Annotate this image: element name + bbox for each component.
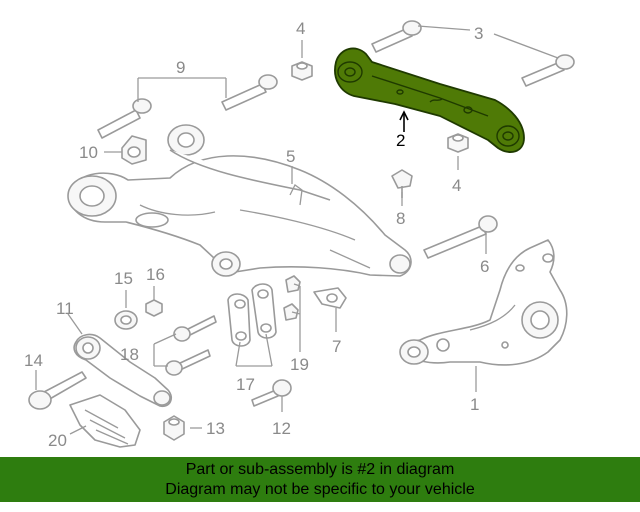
subframe-part-5 xyxy=(67,124,412,277)
nuts-part-4 xyxy=(291,61,469,153)
callout-10: 10 xyxy=(79,143,98,162)
nut-part-13 xyxy=(163,415,185,441)
callout-leader-lines xyxy=(35,25,559,435)
callout-16: 16 xyxy=(146,265,165,284)
plates-part-17 xyxy=(227,283,277,347)
long-bolt-part-14 xyxy=(28,371,87,410)
callout-numbers: 3 4 9 10 5 2 4 8 6 15 16 11 18 19 7 14 1… xyxy=(24,19,489,450)
callout-3: 3 xyxy=(474,24,483,43)
bracket-part-20 xyxy=(69,394,141,448)
callout-12: 12 xyxy=(272,419,291,438)
control-arm-part-2-highlighted xyxy=(334,47,525,153)
bolts-part-9 xyxy=(97,74,278,139)
banner-line-disclaimer: Diagram may not be specific to your vehi… xyxy=(165,481,475,498)
callout-15: 15 xyxy=(114,269,133,288)
bolt-part-12 xyxy=(251,379,292,407)
callout-19: 19 xyxy=(290,355,309,374)
bushing-part-10 xyxy=(121,135,147,165)
nut-part-16 xyxy=(145,299,163,317)
knuckle-part-1 xyxy=(399,239,568,366)
banner-line-part-info: Part or sub-assembly is #2 in diagram xyxy=(185,461,455,478)
bracket-part-7 xyxy=(313,287,347,309)
washer-part-15 xyxy=(114,310,138,330)
callout-6: 6 xyxy=(480,257,489,276)
callout-2: 2 xyxy=(396,131,405,150)
callout-7: 7 xyxy=(332,337,341,356)
callout-4-top: 4 xyxy=(296,19,305,38)
bolts-part-3 xyxy=(371,20,575,87)
callout-11: 11 xyxy=(56,299,74,318)
nuts-part-19 xyxy=(283,275,301,321)
callout-20: 20 xyxy=(48,431,67,450)
callout-5: 5 xyxy=(286,147,295,166)
info-banner: Part or sub-assembly is #2 in diagram Di… xyxy=(0,457,640,502)
callout-14: 14 xyxy=(24,351,43,370)
callout-8: 8 xyxy=(396,209,405,228)
callout-1: 1 xyxy=(470,395,479,414)
callout-13: 13 xyxy=(206,419,225,438)
exploded-suspension-diagram: 3 4 9 10 5 2 4 8 6 15 16 11 18 19 7 14 1… xyxy=(24,19,575,450)
bolts-part-18 xyxy=(165,315,217,376)
callout-18: 18 xyxy=(120,345,139,364)
callout-4-right: 4 xyxy=(452,176,461,195)
lower-link-part-11 xyxy=(73,333,172,408)
long-bolt-part-6 xyxy=(423,215,498,259)
callout-17: 17 xyxy=(236,375,255,394)
callout-9: 9 xyxy=(176,58,185,77)
